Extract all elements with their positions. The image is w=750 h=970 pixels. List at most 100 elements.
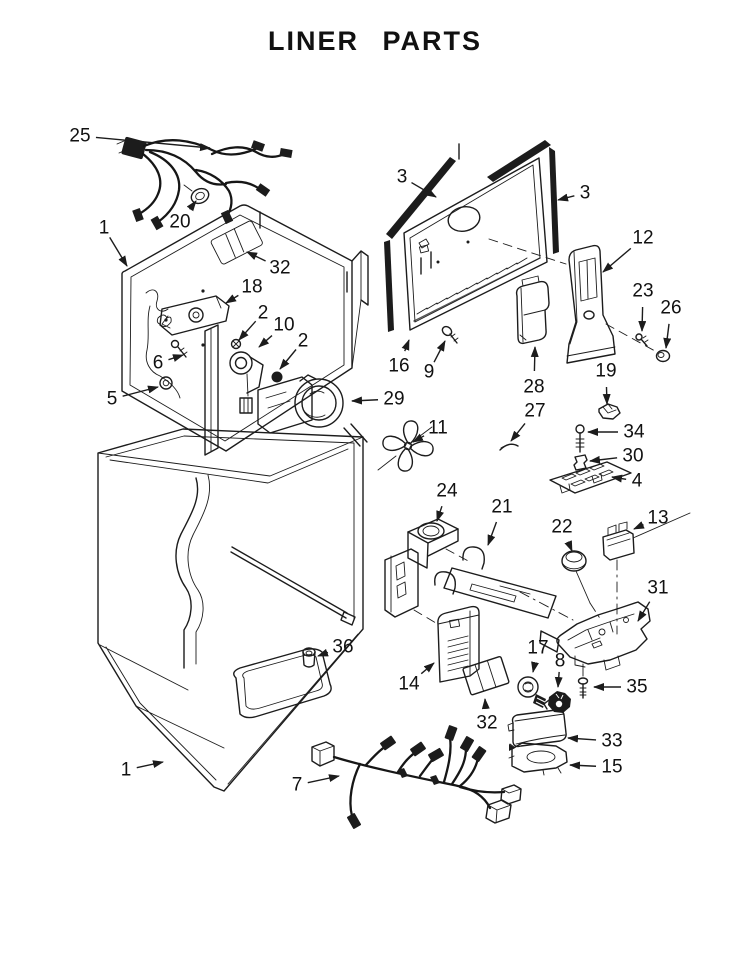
callout-17: 17 <box>527 637 549 659</box>
callout-27: 27 <box>524 400 546 422</box>
part-screw-9 <box>441 325 459 344</box>
callout-leader-12 <box>602 247 632 273</box>
callout-leader-3-2 <box>557 193 575 202</box>
callout-16: 16 <box>388 355 410 377</box>
callout-leader-9 <box>433 340 446 363</box>
callout-leader-32-2 <box>481 698 490 710</box>
callout-leader-26 <box>663 323 672 349</box>
callout-leader-7 <box>307 774 340 784</box>
page-title: LINER PARTS <box>267 26 482 56</box>
callout-24: 24 <box>436 480 458 502</box>
callout-6: 6 <box>152 352 164 374</box>
callout-20: 20 <box>169 211 191 233</box>
part-screw-35 <box>577 677 589 699</box>
callout-12: 12 <box>632 227 654 249</box>
part-thermostat-13 <box>602 512 691 635</box>
callout-11: 11 <box>428 417 448 439</box>
part-bracket-21 <box>434 546 574 621</box>
part-liner-body-1 <box>97 428 364 792</box>
callout-26: 26 <box>660 297 682 319</box>
callout-13: 13 <box>647 507 669 529</box>
callout-leader-19 <box>602 386 611 405</box>
callout-8: 8 <box>554 650 566 672</box>
callout-leader-36 <box>317 648 329 657</box>
callout-leader-27 <box>510 423 526 442</box>
part-screw-6 <box>170 339 188 358</box>
callout-3: 3 <box>396 166 408 188</box>
callout-leader-21 <box>487 521 498 546</box>
callout-25: 25 <box>69 125 91 147</box>
callout-31: 31 <box>647 577 669 599</box>
callout-leader-14 <box>420 662 435 675</box>
callout-2: 2 <box>257 302 269 324</box>
part-light-bulb-17 <box>517 676 546 708</box>
callout-leader-6 <box>168 354 184 362</box>
part-wire-harness-upper <box>116 136 293 231</box>
callout-22: 22 <box>551 516 573 538</box>
part-trim-strip-3-right <box>487 140 559 254</box>
callout-leader-1 <box>109 237 128 267</box>
callout-leader-8 <box>554 671 563 688</box>
callout-leader-2-2 <box>279 349 297 370</box>
part-control-housing-12 <box>566 244 671 364</box>
callout-30: 30 <box>622 445 644 467</box>
callout-33: 33 <box>601 730 623 752</box>
callout-18: 18 <box>241 276 263 298</box>
part-tube-27 <box>499 443 519 451</box>
part-motor-bracket-18 <box>159 295 230 336</box>
callout-leader-28 <box>530 346 539 372</box>
part-rear-panel-16 <box>384 140 567 332</box>
callout-35: 35 <box>626 676 648 698</box>
callout-29: 29 <box>383 388 405 410</box>
callout-36: 36 <box>332 636 354 658</box>
callout-4: 4 <box>631 470 643 492</box>
callout-leader-16 <box>401 339 410 352</box>
callout-leader-18 <box>225 294 239 304</box>
callout-2-2: 2 <box>297 330 309 352</box>
callout-leader-25 <box>95 136 211 152</box>
part-terminal-board-4 <box>549 461 632 494</box>
part-fan-blade-11 <box>377 420 434 472</box>
callout-9: 9 <box>423 361 435 383</box>
part-control-bracket-31 <box>539 601 651 677</box>
callout-leader-22 <box>564 540 573 552</box>
callout-10: 10 <box>273 314 295 336</box>
callout-leader-13 <box>633 521 645 530</box>
part-cover-14 <box>437 605 480 683</box>
callout-32-2: 32 <box>476 712 498 734</box>
callout-leader-5 <box>122 385 159 397</box>
callout-leader-1-2 <box>136 760 164 769</box>
part-screw-2 <box>230 338 242 350</box>
part-shield-15 <box>508 742 568 776</box>
callout-1: 1 <box>98 217 110 239</box>
callout-leader-20 <box>186 200 197 212</box>
callout-leader-15 <box>569 761 597 770</box>
part-screw-34 <box>575 424 585 453</box>
part-air-duct-24 <box>384 518 473 624</box>
part-evaporator-fan-assembly <box>159 295 368 447</box>
callout-34: 34 <box>623 421 645 443</box>
part-fan-motor-10 <box>229 351 264 414</box>
callout-32: 32 <box>269 257 291 279</box>
callout-19: 19 <box>595 360 617 382</box>
callout-leader-31 <box>637 601 651 622</box>
callout-23: 23 <box>632 280 654 302</box>
part-air-damper-28 <box>515 275 550 345</box>
callout-3-2: 3 <box>579 182 591 204</box>
callout-leader-33 <box>567 734 597 743</box>
part-plug-36 <box>302 647 316 668</box>
callout-1-2: 1 <box>120 759 132 781</box>
callout-leader-32 <box>246 251 266 262</box>
callout-leader-29 <box>351 396 379 405</box>
part-screw-23 <box>635 333 649 347</box>
part-trim-strip-3-left <box>384 157 456 332</box>
callout-leader-11 <box>412 433 425 443</box>
callout-leader-30 <box>589 455 618 464</box>
callout-leader-2 <box>238 320 257 341</box>
part-connector-20 <box>183 184 210 205</box>
callout-21: 21 <box>491 496 513 518</box>
part-lamp-socket-8 <box>543 691 571 713</box>
